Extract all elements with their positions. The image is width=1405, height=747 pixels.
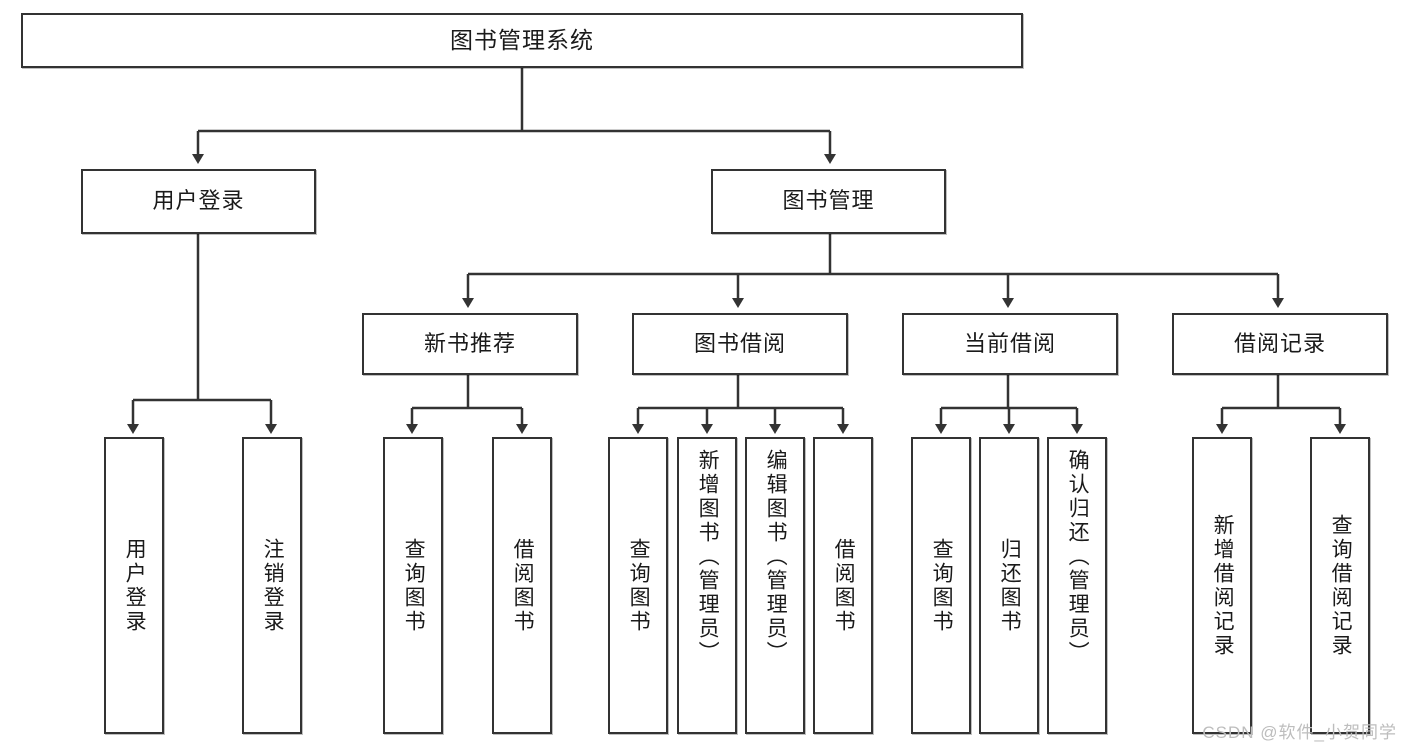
node-label: 用户登录 (123, 537, 147, 634)
node-book-borrow[interactable]: 图书借阅 (632, 313, 848, 375)
node-label: 确认归还（管理员） (1066, 449, 1090, 665)
leaf-current-borrow-return[interactable]: 归还图书 (979, 437, 1039, 734)
leaf-book-borrow-edit[interactable]: 编辑图书（管理员） (745, 437, 805, 734)
node-label: 图书借阅 (693, 330, 786, 356)
node-label: 新增图书（管理员） (696, 449, 720, 665)
node-book-management[interactable]: 图书管理 (711, 169, 946, 234)
node-label: 编辑图书（管理员） (764, 449, 788, 665)
node-label: 借阅图书 (832, 537, 856, 634)
node-label: 用户登录 (152, 188, 245, 214)
leaf-book-borrow-borrow[interactable]: 借阅图书 (813, 437, 873, 734)
node-label: 新书推荐 (423, 330, 516, 356)
node-label: 查询图书 (930, 537, 954, 634)
leaf-new-book-borrow[interactable]: 借阅图书 (492, 437, 552, 734)
node-label: 查询图书 (402, 537, 426, 634)
leaf-book-borrow-add[interactable]: 新增图书（管理员） (677, 437, 737, 734)
node-label: 图书管理系统 (450, 26, 594, 53)
node-label: 新增借阅记录 (1211, 513, 1235, 658)
node-label: 借阅记录 (1233, 330, 1326, 356)
node-user-login[interactable]: 用户登录 (81, 169, 316, 234)
leaf-user-login-login[interactable]: 用户登录 (104, 437, 164, 734)
node-label: 查询图书 (627, 537, 651, 634)
leaf-borrow-record-query[interactable]: 查询借阅记录 (1310, 437, 1370, 734)
node-label: 图书管理 (782, 188, 875, 214)
node-label: 归还图书 (998, 537, 1022, 634)
node-label: 查询借阅记录 (1329, 513, 1353, 658)
node-new-book-recommend[interactable]: 新书推荐 (362, 313, 578, 375)
leaf-book-borrow-query[interactable]: 查询图书 (608, 437, 668, 734)
leaf-current-borrow-query[interactable]: 查询图书 (911, 437, 971, 734)
node-root-system[interactable]: 图书管理系统 (21, 13, 1023, 68)
node-label: 借阅图书 (511, 537, 535, 634)
leaf-user-login-logout[interactable]: 注销登录 (242, 437, 302, 734)
leaf-borrow-record-add[interactable]: 新增借阅记录 (1192, 437, 1252, 734)
node-borrow-record[interactable]: 借阅记录 (1172, 313, 1388, 375)
leaf-current-borrow-confirm-return[interactable]: 确认归还（管理员） (1047, 437, 1107, 734)
node-current-borrow[interactable]: 当前借阅 (902, 313, 1118, 375)
node-label: 当前借阅 (963, 330, 1056, 356)
node-label: 注销登录 (261, 537, 285, 634)
leaf-new-book-query[interactable]: 查询图书 (383, 437, 443, 734)
watermark: CSDN @软件_小贺同学 (1202, 723, 1397, 742)
